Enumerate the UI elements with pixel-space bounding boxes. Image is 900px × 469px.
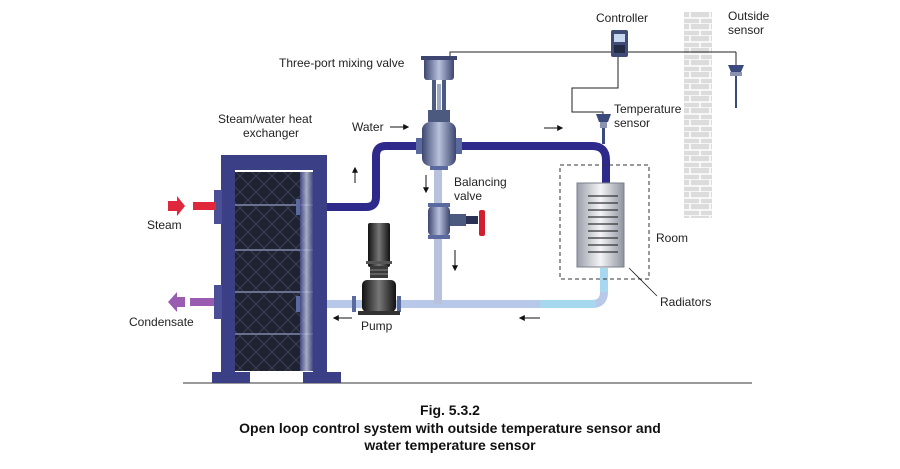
steam-label: Steam (147, 218, 182, 232)
outside-wall (684, 12, 712, 218)
figure-title: Open loop control system with outside te… (239, 420, 661, 453)
condensate-label: Condensate (129, 315, 194, 329)
heat-exchanger-label-line1: Steam/water heat (218, 112, 313, 126)
steam-inlet (193, 202, 216, 210)
controller-label: Controller (596, 11, 648, 25)
room-boundary (559, 164, 650, 280)
controller-icon (611, 30, 628, 57)
steam-arrow-icon (168, 196, 185, 216)
temperature-sensor-label-line2: sensor (614, 116, 650, 130)
balancing-valve-label-line2: valve (454, 189, 482, 203)
heat-exchanger-label-line2: exchanger (243, 126, 299, 140)
three-port-mixing-valve (416, 56, 462, 170)
temperature-sensor-icon (596, 114, 611, 144)
balancing-valve-label-line1: Balancing (454, 175, 507, 189)
outside-sensor-label-line2: sensor (728, 23, 764, 37)
flow-arrows (332, 124, 564, 321)
figure-number: Fig. 5.3.2 (420, 402, 480, 418)
radiator (576, 182, 625, 268)
balancing-valve (428, 203, 485, 239)
return-pipe-segment (540, 268, 608, 308)
mixing-valve-label: Three-port mixing valve (279, 56, 405, 70)
room-label: Room (656, 231, 688, 245)
condensate-outlet (190, 298, 214, 306)
pipe-flanges (296, 199, 401, 312)
pump (358, 223, 400, 315)
radiators-label: Radiators (660, 295, 711, 309)
temperature-sensor-label-line1: Temperature (614, 102, 682, 116)
outside-sensor-label-line1: Outside (728, 9, 770, 23)
pump-label: Pump (361, 319, 393, 333)
water-label: Water (352, 120, 384, 134)
leader-lines (628, 267, 658, 297)
flow-pipe (327, 142, 610, 211)
heat-exchanger (212, 155, 341, 383)
condensate-arrow-icon (168, 292, 185, 312)
outside-sensor-icon (728, 52, 744, 108)
